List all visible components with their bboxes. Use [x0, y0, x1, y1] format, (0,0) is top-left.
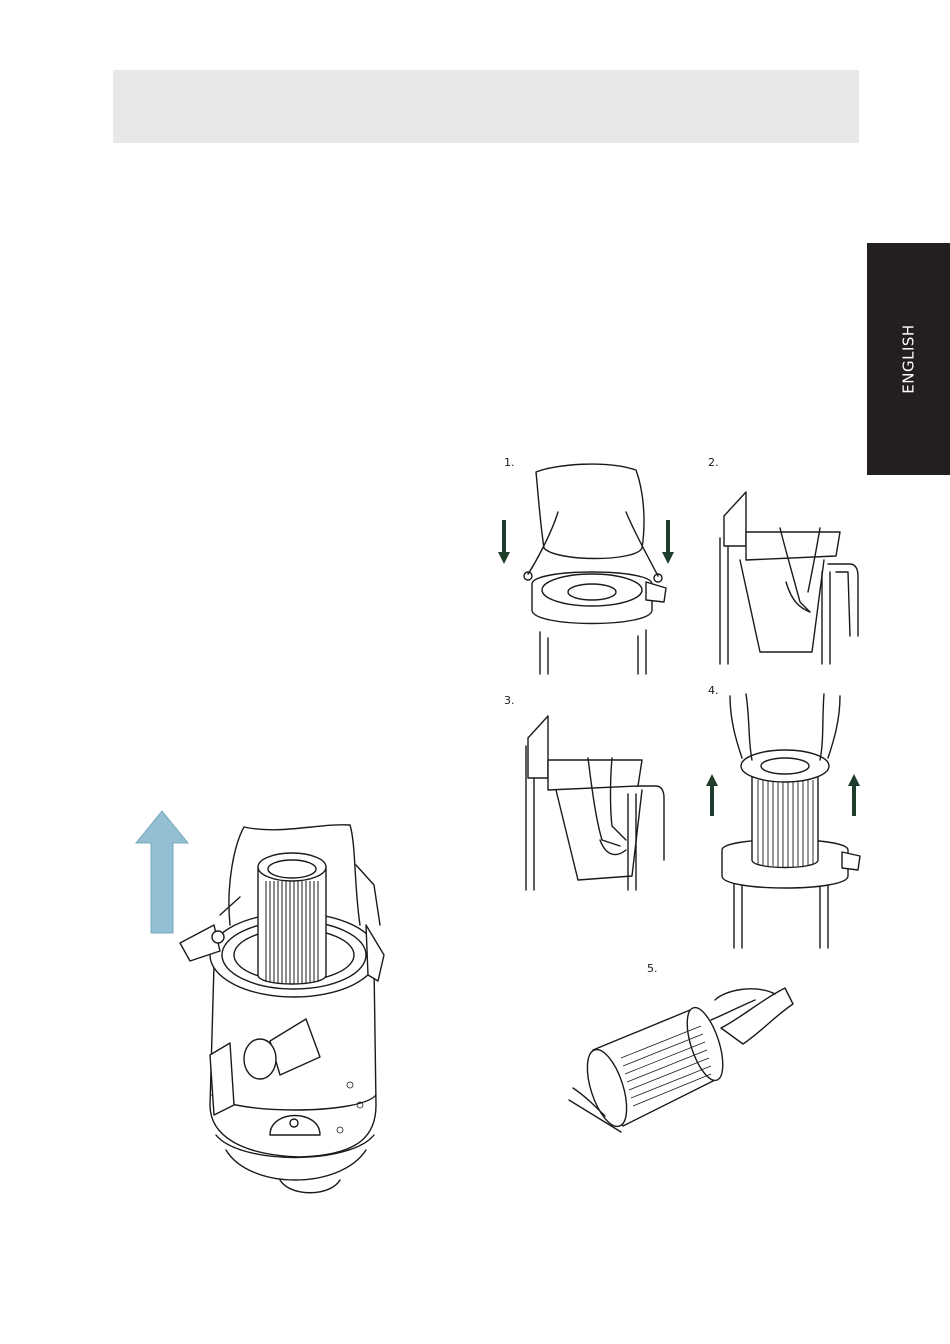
step-4-figure: 4. [700, 680, 865, 950]
language-tab-label: ENGLISH [900, 324, 918, 393]
step-1-number: 1. [504, 456, 515, 469]
step-5-figure: 5. [565, 960, 805, 1145]
up-arrow-icon [706, 774, 718, 816]
up-arrow-icon [848, 774, 860, 816]
step-3-number: 3. [504, 694, 515, 707]
down-arrow-icon [662, 520, 674, 564]
step-2-figure: 2. [700, 452, 865, 667]
step-4-number: 4. [708, 684, 719, 697]
down-arrow-icon [498, 520, 510, 564]
step-5-number: 5. [647, 962, 658, 975]
language-tab[interactable]: ENGLISH [867, 243, 950, 475]
header-band [113, 70, 859, 143]
step-2-number: 2. [708, 456, 719, 469]
step-1-figure: 1. [496, 452, 686, 677]
step-3-figure: 3. [496, 690, 686, 895]
vacuum-filter-illustration [130, 805, 400, 1200]
up-arrow-icon [136, 811, 188, 933]
